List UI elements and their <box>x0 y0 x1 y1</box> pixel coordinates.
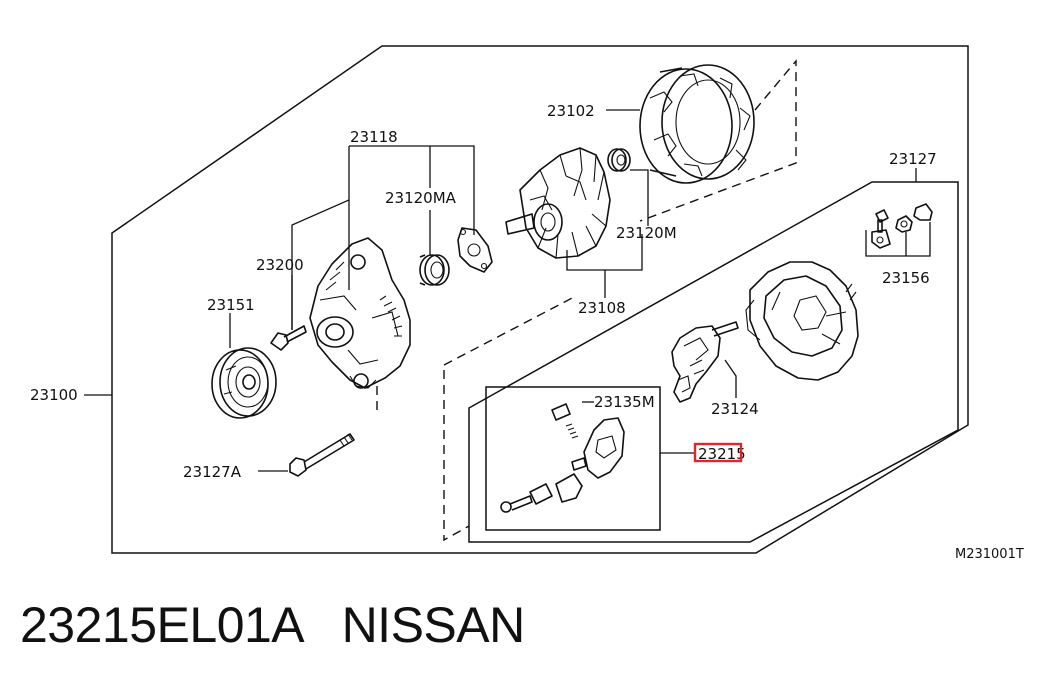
stator-phantom-outline <box>639 59 797 222</box>
callout-23120M: 23120M <box>616 224 677 242</box>
brush-holder-icon <box>555 417 625 503</box>
part-number-caption: 23215EL01A NISSAN <box>20 597 525 653</box>
callout-23118: 23118 <box>350 128 398 146</box>
callout-23108: 23108 <box>578 299 626 317</box>
callout-23102: 23102 <box>547 102 595 120</box>
rotor-phantom-outline <box>443 295 577 366</box>
callout-23127: 23127 <box>889 150 937 168</box>
rear-phantom-outline <box>443 370 470 542</box>
callout-23100: 23100 <box>30 386 78 404</box>
rear-cover-frame <box>468 181 959 543</box>
terminal-nut-icon <box>895 215 913 233</box>
callout-23151: 23151 <box>207 296 255 314</box>
outer-assembly-frame <box>111 45 969 554</box>
callout-23156: 23156 <box>882 269 930 287</box>
pulley-icon <box>211 347 277 419</box>
brush-screw-icon <box>500 483 553 513</box>
regulator-icon <box>671 321 739 403</box>
retainer-plate-icon <box>457 227 493 273</box>
callout-23124: 23124 <box>711 400 759 418</box>
callout-23127A: 23127A <box>183 463 242 481</box>
callout-23200: 23200 <box>256 256 304 274</box>
brush-icon <box>551 403 579 439</box>
front-housing-icon <box>309 237 411 389</box>
brush-holder-frame <box>485 386 661 531</box>
callout-23135M: 23135M <box>594 393 655 411</box>
bolt-icon <box>270 325 307 351</box>
terminal-cap-icon <box>913 203 933 221</box>
through-bolt-icon <box>289 433 355 477</box>
callout-23120MA: 23120MA <box>385 189 457 207</box>
alternator-exploded-diagram: 23102 23118 23120MA 23127 23120M 23200 2… <box>30 45 1024 562</box>
target-part-highlight <box>693 442 743 463</box>
bearing-front-icon <box>419 254 450 286</box>
stator-icon <box>639 64 755 184</box>
terminal-bolt-icon <box>871 209 891 249</box>
diagram-reference-code: M231001T <box>955 547 1024 562</box>
bearing-rear-icon <box>607 148 631 172</box>
rotor-icon <box>505 147 611 259</box>
rear-cover-icon <box>745 261 859 381</box>
callout-23215: 23215 <box>698 445 746 463</box>
leader-lines <box>84 109 931 472</box>
